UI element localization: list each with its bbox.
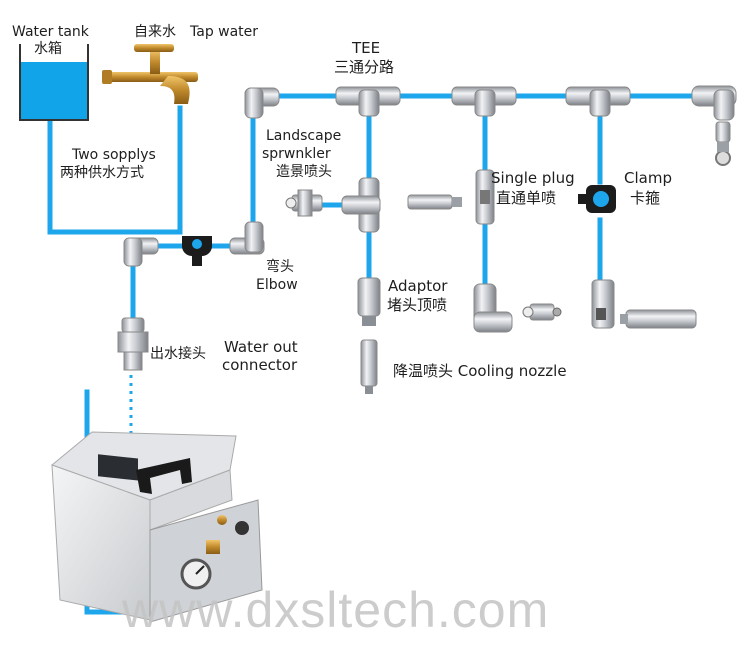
tap-water-label-en: Tap water — [190, 24, 259, 40]
elbow-fitting-icon — [244, 87, 280, 119]
water-tank-label-cn: 水箱 — [34, 41, 62, 57]
watermark: www.dxsltech.com — [122, 582, 550, 638]
cooling-nozzle-icon — [620, 309, 697, 329]
landscape-label-en-1: Landscape — [266, 128, 342, 144]
tee-fitting-icon — [565, 86, 631, 117]
clamp-icon — [578, 185, 616, 213]
landscape-sprinkler-icon — [285, 189, 323, 217]
adaptor-nozzle-icon — [473, 283, 513, 333]
landscape-label-en-2: sprwnkler — [262, 146, 331, 162]
elbow-label-cn: 弯头 — [266, 259, 294, 275]
adaptor-label-cn: 堵头顶喷 — [387, 296, 448, 314]
single-plug-nozzle-icon — [407, 194, 462, 210]
clamp-label-cn: 卡箍 — [630, 189, 661, 207]
water-tank-icon — [19, 44, 89, 121]
water-out-label-en-1: Water out — [224, 338, 298, 356]
adaptor-label-en: Adaptor — [388, 277, 448, 295]
water-out-connector-icon — [117, 317, 149, 371]
water-out-label-en-2: connector — [222, 356, 298, 374]
single-plug-label-cn: 直通单喷 — [496, 189, 557, 207]
clamp-label-en: Clamp — [624, 169, 672, 187]
tee-fitting-icon — [451, 86, 517, 117]
tee-fitting-icon — [341, 177, 381, 233]
cooling-nozzle-icon — [360, 339, 378, 394]
adaptor-nozzle-icon — [591, 279, 615, 329]
tee-fitting-icon — [335, 86, 401, 117]
tee-label-cn: 三通分路 — [334, 58, 395, 76]
elbow-fitting-icon — [691, 85, 737, 166]
clamp-icon — [182, 236, 212, 266]
tee-label-en: TEE — [352, 39, 381, 57]
elbow-fitting-icon — [229, 221, 265, 255]
cooling-nozzle-label: 降温喷头 Cooling nozzle — [393, 362, 567, 380]
water-tank-label-en: Water tank — [12, 24, 89, 40]
tap-water-label-cn: 自来水 — [134, 24, 176, 40]
elbow-fitting-icon — [123, 237, 159, 267]
single-plug-label-en: Single plug — [491, 169, 575, 187]
elbow-label-en: Elbow — [256, 277, 298, 293]
adaptor-nozzle-icon — [357, 277, 381, 326]
two-supplies-label-cn: 两种供水方式 — [60, 165, 144, 181]
landscape-label-cn: 造景喷头 — [276, 164, 332, 180]
cooling-nozzle-icon — [522, 303, 562, 321]
water-out-label-cn: 出水接头 — [150, 346, 206, 362]
misting-pump-machine-icon — [51, 431, 263, 623]
tap-faucet-icon — [102, 44, 198, 104]
single-plug-nozzle-icon — [475, 169, 495, 225]
two-supplies-label-en: Two sopplys — [72, 147, 156, 163]
